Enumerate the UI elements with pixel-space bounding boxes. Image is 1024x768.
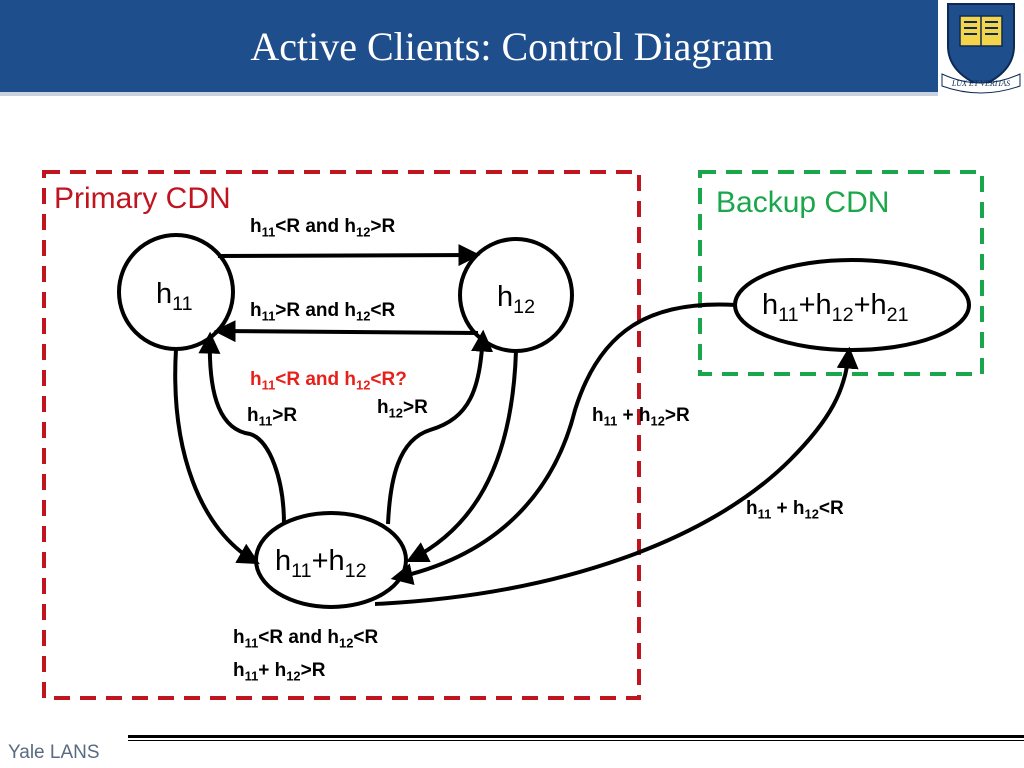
- node-sum3-label: h11+h12+h21: [762, 289, 909, 326]
- self-label-b: h11+ h12>R: [233, 660, 326, 684]
- edge-h11-to-sum2: [173, 348, 260, 565]
- edge-sum2-to-sum3: [374, 346, 859, 606]
- edge-label-h11-to-h12: h11<R and h12>R: [250, 216, 396, 240]
- edge-sum2-to-h11: [198, 331, 286, 525]
- edge-label-question: h11<R and h12<R?: [250, 369, 407, 393]
- footer-rule-thick: [128, 735, 1024, 738]
- edge-h12-to-h11: [213, 320, 479, 343]
- edge-sum2-to-h12: [386, 329, 494, 525]
- edge-label-h12-to-h11: h11>R and h12<R: [250, 300, 396, 324]
- edge-sum3-to-sum2: [390, 302, 737, 585]
- primary-cdn-title: Primary CDN: [54, 182, 231, 215]
- title-bar: [0, 0, 938, 92]
- edge-h12-to-sum2: [406, 350, 518, 562]
- node-sum2-label: h11+h12: [275, 545, 367, 582]
- node-h11-label: h11: [156, 278, 193, 315]
- title-bar-shadow: [0, 92, 938, 96]
- edge-label-sum-to-backup: h11 + h12>R: [592, 405, 690, 429]
- edge-label-sum-to-h12: h12>R: [377, 397, 428, 421]
- primary-cdn-box: [42, 170, 641, 700]
- footer-rule-thin: [128, 740, 1024, 741]
- yale-shield-logo: LUX ET VERITAS: [938, 0, 1024, 96]
- logo-motto: LUX ET VERITAS: [951, 79, 1010, 88]
- edge-label-backup-to-sum: h11 + h12<R: [746, 498, 844, 522]
- node-h12-label: h12: [497, 281, 536, 318]
- edge-label-sum-to-h11: h11>R: [247, 405, 298, 429]
- backup-cdn-title: Backup CDN: [716, 186, 890, 219]
- self-label-a: h11<R and h12<R: [233, 627, 379, 651]
- footer-text: Yale LANS: [8, 742, 100, 763]
- backup-cdn-box: [698, 170, 984, 376]
- edge-h11-to-h12: [217, 244, 481, 267]
